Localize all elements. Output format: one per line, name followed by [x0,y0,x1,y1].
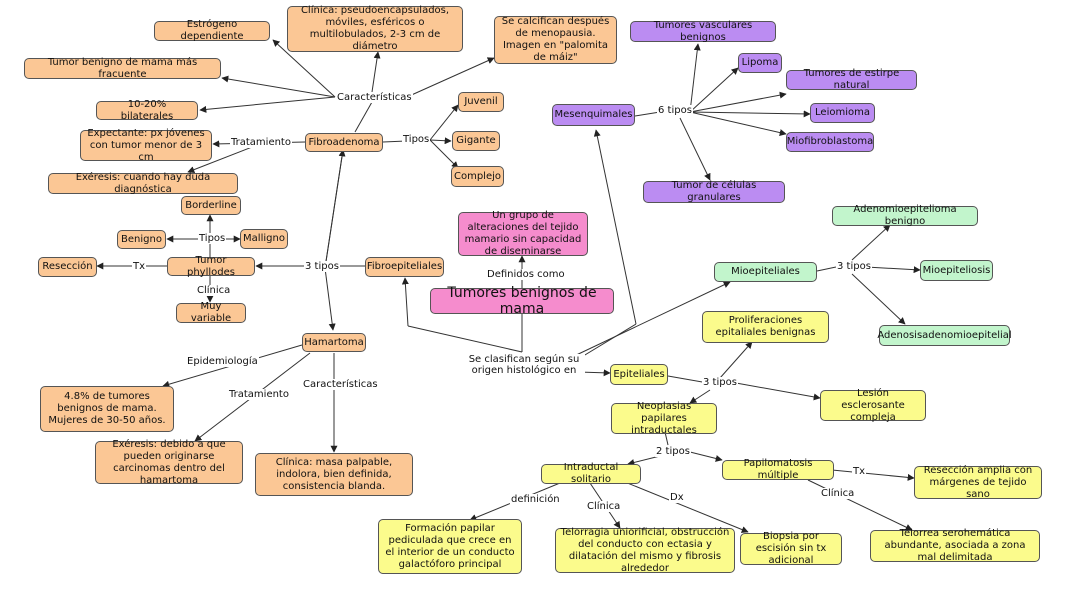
label-clinica-intraductal: Clínica [586,501,622,512]
gigante-node[interactable]: Gigante [452,131,500,151]
label-tratamiento: Tratamiento [230,137,292,148]
clinica-hamartoma-node[interactable]: Clínica: masa palpable, indolora, bien d… [255,453,413,496]
label-dx: Dx [669,492,685,503]
biopsia-node[interactable]: Biopsia por escisión sin tx adicional [740,531,842,566]
mas-frecuente-node[interactable]: Tumor benigno de mama más fracuente [24,57,221,80]
formacion-papilar-node[interactable]: Formación papilar pediculada que crece e… [378,519,522,574]
definition-node[interactable]: Un grupo de alteraciones del tejido mama… [458,210,588,257]
intraductal-node[interactable]: Intraductal solitario [541,462,641,485]
juvenil-node[interactable]: Juvenil [458,92,504,112]
leiomioma-node[interactable]: Leiomioma [810,103,875,123]
calcifican-node[interactable]: Se calcifican después de menopausia. Ima… [494,16,617,64]
adenosis-node[interactable]: Adenosisadenomioepitelial [877,325,1012,346]
label-tres-tipos: 3 tipos [304,261,340,272]
label-definicion: definición [510,494,561,505]
exeresis-duda-node[interactable]: Exéresis: cuando hay duda diagnóstica [48,172,238,195]
label-epidemiologia: Epidemiología [186,356,259,367]
reseccion-node[interactable]: Resección [38,257,97,277]
label-caracteristicas: Características [336,92,413,103]
estrogeno-node[interactable]: Estrógeno dependiente [154,19,270,42]
adenomioepitelioma-node[interactable]: Adenomioepitelioma benigno [832,204,978,227]
label-caracteristicas-hamartoma: Características [302,379,379,390]
expectante-node[interactable]: Expectante: px jóvenes con tumor menor d… [80,128,212,163]
mioepiteliosis-node[interactable]: Mioepiteliosis [920,260,993,281]
hamartoma-node[interactable]: Hamartoma [302,333,366,352]
fibroepiteliales-node[interactable]: Fibroepiteliales [365,257,444,277]
complejo-node[interactable]: Complejo [451,166,504,187]
muy-variable-node[interactable]: Muy variable [176,301,246,324]
mesenquimales-node[interactable]: Mesenquimales [552,104,635,126]
proliferaciones-node[interactable]: Proliferaciones epitaliales benignas [702,311,829,343]
label-definidos: Definidos como [486,269,566,280]
label-clinica-papilomatosis: Clínica [820,488,856,499]
root-node[interactable]: Tumores benignos de mama [430,285,614,317]
lipoma-node[interactable]: Lipoma [738,53,782,73]
label-tratamiento-hamartoma: Tratamiento [228,389,290,400]
maligno-node[interactable]: Malligno [240,229,288,249]
label-tx: Tx [132,261,147,272]
miofibroblastoma-node[interactable]: Miofibroblastoma [786,132,874,152]
label-dos-tipos: 2 tipos [655,446,691,457]
label-seis-tipos: 6 tipos [657,105,693,116]
label-clasifican: Se clasifican según su origen histológic… [463,354,585,376]
borderline-node[interactable]: Borderline [181,196,241,215]
lesion-esclerosante-node[interactable]: Lesión esclerosante compleja [820,388,926,423]
phyllodes-node[interactable]: Tumor phyllodes [167,255,255,278]
benigno-node[interactable]: Benigno [117,230,166,249]
reseccion-amplia-node[interactable]: Resección amplia con márgenes de tejido … [914,465,1042,500]
label-tipos: Tipos [402,134,431,145]
label-tx-papilomatosis: Tx [852,466,867,477]
estirpe-node[interactable]: Tumores de estirpe natural [786,68,917,91]
vasculares-node[interactable]: Tumores vasculares benignos [630,20,776,43]
epiteliales-node[interactable]: Epiteliales [610,364,668,385]
mioepiteliales-node[interactable]: Mioepiteliales [714,262,817,282]
label-tipos-phyllodes: Tipos [198,233,227,244]
label-clinica-phyllodes: Clínica [196,285,232,296]
fibroadenoma-node[interactable]: Fibroadenoma [305,133,383,152]
label-tres-tipos-mio: 3 tipos [836,261,872,272]
epidemiologia-hamartoma-node[interactable]: 4.8% de tumores benignos de mama. Mujere… [40,386,174,432]
telorrea-node[interactable]: Telorrea serohemática abundante, asociad… [870,528,1040,563]
clinica-fibroadenoma-node[interactable]: Clínica: pseudoencapsulados, móviles, es… [287,5,463,52]
neoplasias-node[interactable]: Neoplasias papilares intraductales [611,401,717,436]
label-tres-tipos-epi: 3 tipos [702,377,738,388]
exeresis-hamartoma-node[interactable]: Exéresis: debido a que pueden originarse… [95,439,243,486]
granulares-node[interactable]: Tumor de células granulares [643,180,785,203]
papilomatosis-node[interactable]: Papilomatosis múltiple [722,458,834,481]
bilaterales-node[interactable]: 10-20% bilaterales [96,99,198,122]
telorragia-node[interactable]: Telorragia uniorificial, obstrucción del… [555,527,735,574]
